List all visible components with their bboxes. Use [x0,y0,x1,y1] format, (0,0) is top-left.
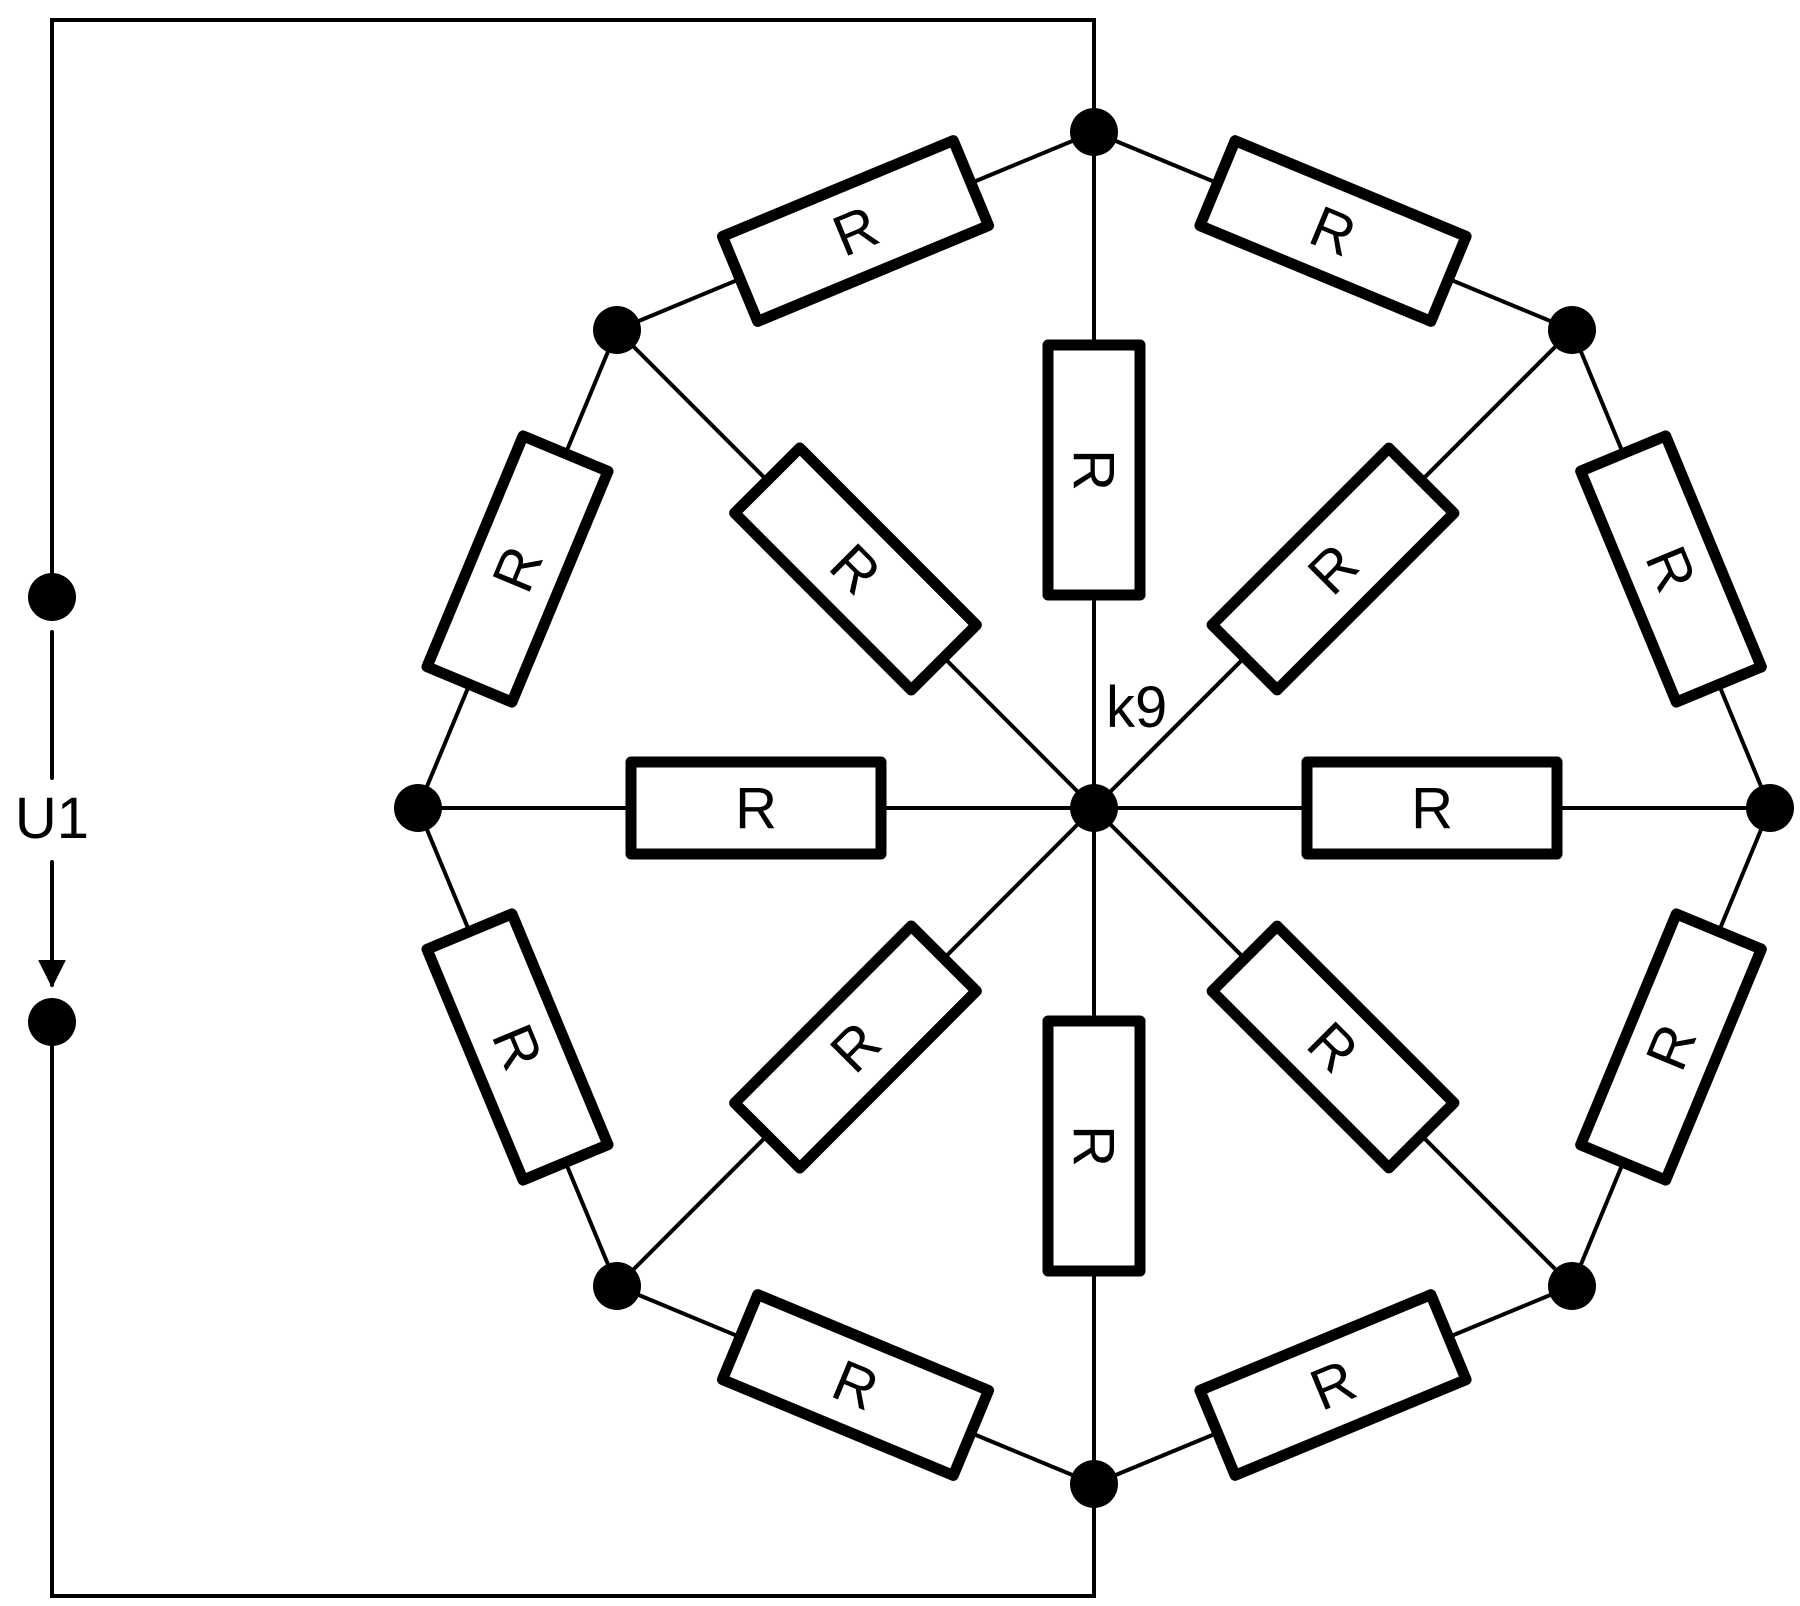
node-right [1746,784,1794,832]
node-bottom [1070,1460,1118,1508]
res-outer-right-lower: R [1570,806,1772,1288]
res-spoke-bottom-body [1042,1015,1146,1277]
res-spoke-right-body [1301,756,1563,860]
top-supply-wire [50,18,1096,599]
res-spoke-top-label: R [1061,449,1126,491]
bottom-supply-wire [50,1020,1096,1598]
res-spoke-left-body [625,756,887,860]
res-outer-right-lower-body [1575,908,1767,1186]
res-spoke-right-label: R [1411,776,1453,841]
res-spoke-right: R [1092,756,1772,860]
res-outer-left-lower-body [421,908,614,1186]
terminal-bottom[interactable] [28,998,76,1046]
res-spoke-bottom: R [1042,806,1146,1486]
node-left [394,784,442,832]
res-outer-left-upper-body [421,430,614,708]
node-upper-left [593,306,641,354]
res-outer-top-left: R [615,130,1096,332]
res-outer-top-right: R [1092,130,1574,332]
res-spoke-upper-left: R [615,328,1096,810]
res-spoke-upper-left-body [729,442,982,696]
res-spoke-lower-right: R [1092,806,1574,1288]
res-outer-bottom-left: R [615,1284,1096,1486]
node-upper-right [1548,306,1596,354]
res-spoke-lower-left: R [615,806,1096,1288]
junction-nodes [394,108,1794,1508]
node-center [1070,784,1118,832]
res-spoke-bottom-label: R [1061,1125,1126,1167]
node-lower-left [593,1262,641,1310]
res-outer-right-upper: R [1570,328,1772,810]
supply-wires [50,18,1096,1598]
terminal-top[interactable] [28,573,76,621]
res-spoke-left-label: R [735,776,777,841]
res-spoke-lower-right-body [1206,920,1460,1174]
res-spoke-lower-left-body [729,920,982,1174]
res-outer-bottom-right: R [1092,1284,1574,1486]
res-outer-top-right-body [1194,135,1472,327]
node-top [1070,108,1118,156]
res-outer-bottom-right-body [1194,1289,1472,1481]
res-outer-bottom-left-body [716,1289,995,1481]
res-spoke-top-body [1042,339,1146,601]
res-outer-left-lower: R [416,806,619,1288]
res-outer-top-left-body [716,135,995,327]
node-lower-right [1548,1262,1596,1310]
res-outer-left-upper: R [416,328,619,810]
voltage-label: U1 [15,786,89,851]
res-spoke-upper-right: R [1092,328,1574,810]
res-spoke-upper-right-body [1206,442,1460,696]
res-outer-right-upper-body [1575,430,1767,708]
res-spoke-left: R [416,756,1096,860]
center-node-label: k9 [1106,675,1167,740]
res-spoke-top: R [1042,130,1146,810]
